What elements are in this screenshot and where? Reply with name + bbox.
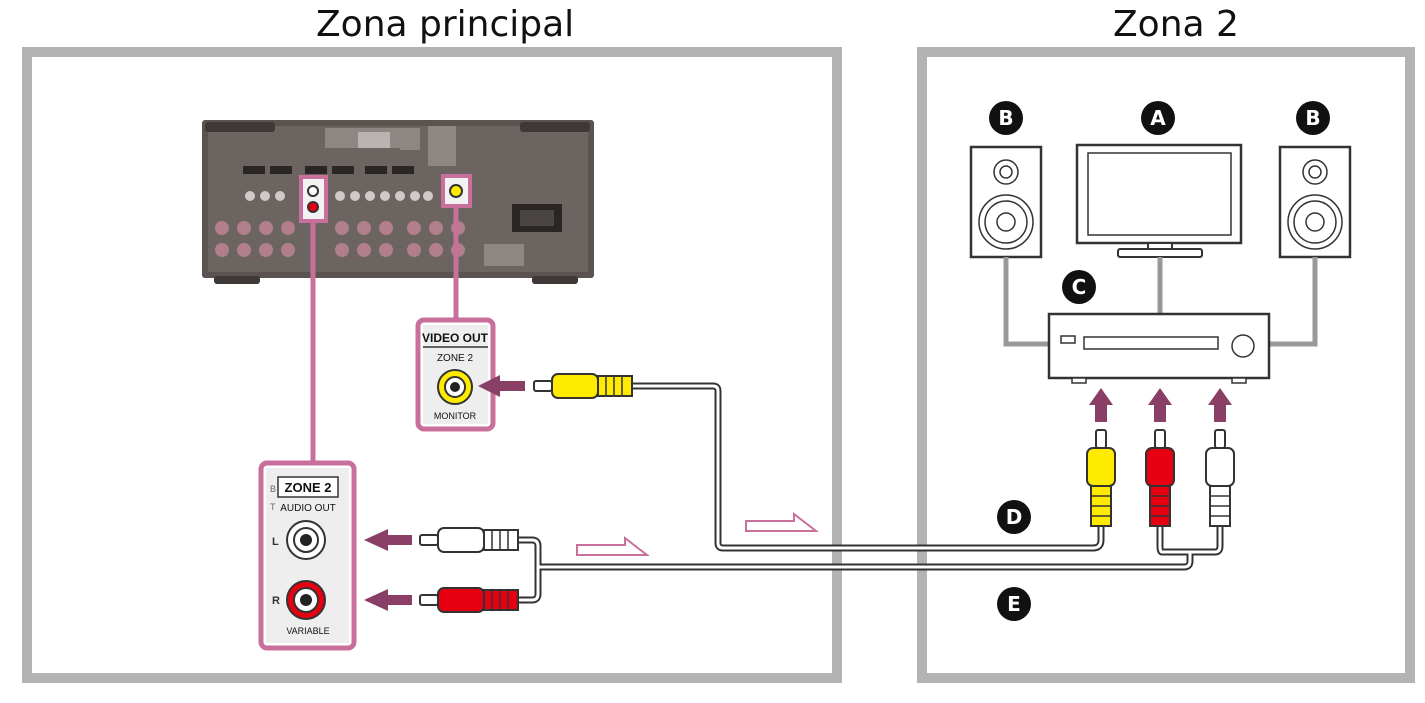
insert-arrow-icon [364, 375, 1232, 611]
speaker-right-icon [1278, 145, 1352, 259]
svg-text:C: C [1072, 275, 1087, 299]
callout-b-right-badge: B [1296, 101, 1330, 135]
receiver-audio-out-highlight [299, 175, 328, 223]
svg-text:E: E [1007, 592, 1021, 616]
audio-plug-white [419, 527, 519, 553]
svg-text:D: D [1006, 505, 1023, 529]
amp-plug-red [1145, 429, 1175, 527]
svg-text:B: B [998, 106, 1013, 130]
video-out-header: VIDEO OUT [422, 331, 489, 345]
zone2-speaker-wires [1003, 257, 1318, 347]
main-zone-title: Zona principal [316, 4, 575, 45]
video-plug-yellow [533, 373, 633, 399]
audio-out-panel: ZONE 2 B T AUDIO OUT L R VARIABLE [258, 460, 357, 651]
video-out-panel: VIDEO OUT ZONE 2 MONITOR [415, 317, 496, 432]
audio-r-label: R [272, 595, 280, 607]
callout-c-badge: C [1062, 270, 1096, 304]
audio-out-header: ZONE 2 [285, 480, 332, 495]
amplifier-icon [1047, 312, 1271, 384]
monitor-label: MONITOR [434, 411, 477, 421]
video-cable-d [632, 382, 1105, 552]
callout-d-badge: D [997, 500, 1031, 534]
audio-out-edge-t: T [270, 502, 276, 512]
tv-icon [1075, 143, 1243, 258]
audio-plug-red [419, 587, 519, 613]
main-zone-frame [22, 47, 842, 683]
audio-out-sublabel: AUDIO OUT [280, 503, 336, 514]
callout-a-badge: A [1141, 101, 1175, 135]
callout-e-badge: E [997, 587, 1031, 621]
audio-out-edge-b: B [270, 484, 276, 494]
amp-plug-yellow [1086, 429, 1116, 527]
amp-plug-white [1205, 429, 1235, 527]
svg-text:B: B [1305, 106, 1320, 130]
signal-flow-arrow-icon [576, 511, 819, 556]
zone2-title: Zona 2 [1113, 4, 1239, 45]
video-out-zone-label: ZONE 2 [437, 353, 474, 364]
audio-l-label: L [272, 536, 279, 548]
speaker-left-icon [969, 145, 1043, 259]
av-receiver-rear-panel [202, 120, 594, 284]
callout-b-left-badge: B [989, 101, 1023, 135]
zone2-frame [917, 47, 1415, 683]
svg-text:A: A [1150, 106, 1166, 130]
audio-variable-label: VARIABLE [286, 626, 329, 636]
